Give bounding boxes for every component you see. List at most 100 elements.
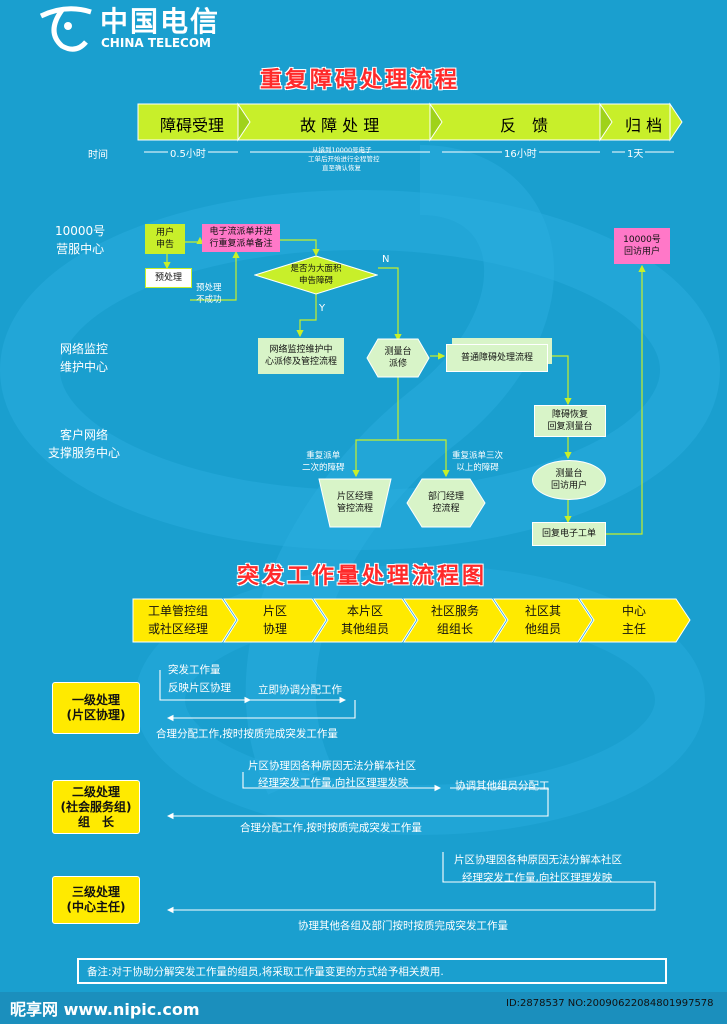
timeline-note-1: 从接到10000号电子 <box>312 146 372 154</box>
note-text: 备注:对于协助分解突发工作量的组员,将采取工作量变更的方式给予相关费用. <box>87 965 444 978</box>
chevron-area-members: 本片区其他组员 <box>328 600 402 640</box>
level-2-line2: (社会服务组) <box>60 799 132 814</box>
node-area-manager: 片区经理管控流程 <box>326 488 384 518</box>
node-normal: 普通障碍处理流程 <box>446 344 548 372</box>
phase-accept: 障碍受理 <box>160 116 225 135</box>
level-1-line2: (片区协理) <box>66 708 126 722</box>
node-dept-manager-line2: 控流程 <box>432 504 460 514</box>
phase-feedback: 反 馈 <box>500 116 549 135</box>
row-label-network-line1: 网络监控 <box>60 342 109 356</box>
sudden-flow-title: 突发工作量处理流程图 <box>237 564 488 589</box>
china-telecom-logo-icon <box>39 6 92 52</box>
node-dispatch: 电子流派单并进行重复派单备注 <box>202 224 280 252</box>
node-test-visit: 测量台回访用户 <box>532 460 606 500</box>
node-reply-ticket-text: 回复电子工单 <box>541 529 596 539</box>
row-label-support-line1: 客户网络 <box>60 428 109 442</box>
node-preprocess-text: 预处理 <box>154 273 182 283</box>
chevron-area-members-line1: 本片区 <box>346 604 383 618</box>
node-normal-text: 普通障碍处理流程 <box>460 353 533 363</box>
time-0-5h: 0.5小时 <box>168 145 208 160</box>
node-test-visit-line1: 测量台 <box>555 469 583 479</box>
node-dispatch-line1: 电子流派单并进 <box>209 227 273 237</box>
node-area-manager-line1: 片区经理 <box>336 492 373 502</box>
flow-l1-b: 反映片区协理 <box>168 682 231 694</box>
decision-yes: Y <box>319 303 326 314</box>
flow-l2-c: 协调其他组员分配工 <box>455 780 550 792</box>
level-3-line2: (中心主任) <box>66 900 126 914</box>
node-fault-restore: 障碍恢复回复测量台 <box>534 405 606 437</box>
timeline-label: 时间 <box>88 150 108 161</box>
chevron-ticket-group: 工单管控组或社区经理 <box>134 600 222 640</box>
node-test-desk: 测量台派修 <box>370 342 426 374</box>
decision-text-line1: 是否为大面积 <box>290 264 342 274</box>
preprocess-fail-line2: 不成功 <box>196 295 222 305</box>
role-chevron-bar <box>132 598 691 643</box>
preprocess-fail-line1: 预处理 <box>196 283 222 293</box>
node-test-desk-hexagon <box>366 338 430 378</box>
node-test-desk-line1: 测量台 <box>384 347 412 357</box>
sudden-flow-connectors <box>159 670 656 914</box>
phase-handle: 故 障 处 理 <box>300 116 380 135</box>
timeline-note-2: 工单后开始进行全程管控 <box>308 155 380 163</box>
node-fault-restore-line1: 障碍恢复 <box>551 410 588 420</box>
decision-text: 是否为大面积申告障碍 <box>270 262 362 288</box>
flow-l3-a: 片区协理因各种原因无法分解本社区 <box>454 854 622 866</box>
node-10000-callback-line2: 回访用户 <box>623 247 660 257</box>
decision-no: N <box>382 254 390 265</box>
node-10000-callback-line1: 10000号 <box>623 235 661 245</box>
node-user-report-line2: 申告 <box>155 240 174 250</box>
node-10000-callback: 10000号回访用户 <box>614 228 670 264</box>
flow-l2-b: 经理突发工作量,向社区理理发映 <box>258 777 409 789</box>
chevron-service-leader-line2: 组组长 <box>436 622 473 636</box>
row-label-10000: 10000号 营服中心 <box>55 222 105 258</box>
footer-bar <box>0 992 727 1024</box>
logo-chinese: 中国电信 <box>100 5 221 38</box>
chevron-service-leader-line1: 社区服务 <box>430 604 479 618</box>
flow-l2-a: 片区协理因各种原因无法分解本社区 <box>248 760 416 772</box>
node-fault-restore-line2: 回复测量台 <box>547 422 593 432</box>
repeat-flow-connectors <box>163 236 646 535</box>
repeat-thrice-line2: 以上的障碍 <box>456 463 499 473</box>
flow-l1-c: 立即协调分配工作 <box>258 684 342 696</box>
node-network-monitor-line1: 网络监控维护中 <box>269 345 333 355</box>
node-reply-ticket: 回复电子工单 <box>532 522 606 546</box>
phase-bar <box>137 102 683 142</box>
note-box: 备注:对于协助分解突发工作量的组员,将采取工作量变更的方式给予相关费用. <box>77 958 667 984</box>
level-3-box: 三级处理(中心主任) <box>52 876 140 924</box>
flow-l1-a: 突发工作量 <box>168 664 221 676</box>
flow-l3-b: 经理突发工作量,向社区理理发映 <box>462 872 613 884</box>
node-dispatch-line2: 行重复派单备注 <box>209 239 273 249</box>
chevron-area-assistant-line2: 协理 <box>262 622 287 636</box>
footer-site: 昵享网 www.nipic.com <box>10 1000 200 1019</box>
level-1-box: 一级处理(片区协理) <box>52 682 140 734</box>
chevron-center-director: 中心主任 <box>594 600 674 640</box>
flow-l1-d: 合理分配工作,按时按质完成突发工作量 <box>156 728 338 740</box>
chevron-area-assistant-line1: 片区 <box>262 604 287 618</box>
chevron-community-members: 社区其他组员 <box>508 600 578 640</box>
chevron-area-assistant: 片区协理 <box>238 600 312 640</box>
node-dept-manager: 部门经理控流程 <box>416 488 476 518</box>
level-2-line1: 二级处理 <box>71 784 120 799</box>
chevron-community-members-line2: 他组员 <box>524 622 561 636</box>
time-16h: 16小时 <box>502 145 539 160</box>
flow-l3-c: 协理其他各组及部门按时按质完成突发工作量 <box>298 920 508 932</box>
logo-english: CHINA TELECOM <box>101 36 211 50</box>
chevron-community-members-line1: 社区其 <box>524 604 561 618</box>
level-1-line1: 一级处理 <box>71 693 120 707</box>
level-2-box: 二级处理(社会服务组)组 长 <box>52 780 140 834</box>
chevron-center-director-line2: 主任 <box>621 622 646 636</box>
repeat-twice-line2: 二次的障碍 <box>302 463 345 473</box>
node-dept-manager-line1: 部门经理 <box>427 492 464 502</box>
chevron-ticket-group-line2: 或社区经理 <box>147 622 208 636</box>
footer-id: ID:2878537 NO:20090622084801997578 <box>506 998 714 1009</box>
row-label-support-line2: 支撑服务中心 <box>48 446 121 460</box>
node-network-monitor: 网络监控维护中心派修及管控流程 <box>258 338 344 374</box>
repeat-twice-label: 重复派单二次的障碍 <box>302 450 345 474</box>
node-network-monitor-line2: 心派修及管控流程 <box>264 357 337 367</box>
repeat-thrice-line1: 重复派单三次 <box>452 451 504 461</box>
timeline-note-3: 直至确认恢复 <box>322 164 361 172</box>
row-label-network-line2: 维护中心 <box>60 360 109 374</box>
node-area-manager-line2: 管控流程 <box>336 504 373 514</box>
flow-l2-d: 合理分配工作,按时按质完成突发工作量 <box>240 822 422 834</box>
